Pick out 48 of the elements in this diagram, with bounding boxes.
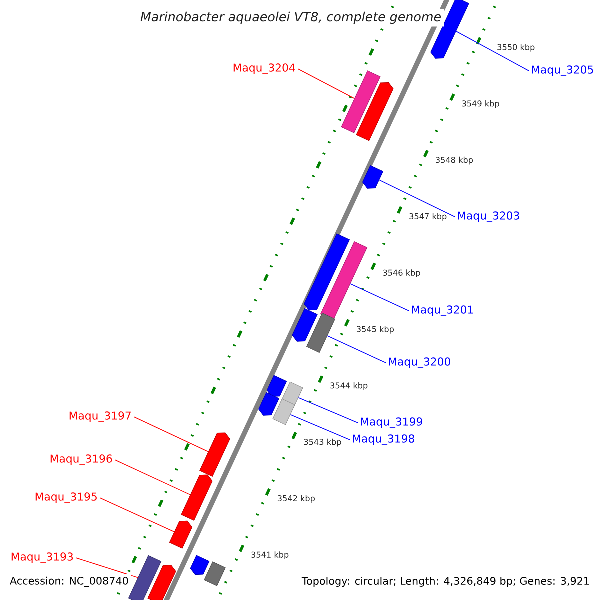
gene-label: Maqu_3193 bbox=[12, 552, 74, 564]
gene-block bbox=[356, 82, 394, 142]
scale-label: 3541 kbp bbox=[252, 552, 289, 560]
gene-block bbox=[190, 555, 210, 576]
scale-label: 3542 kbp bbox=[278, 495, 315, 504]
scale-label: 3550 kbp bbox=[498, 44, 535, 52]
leader-line bbox=[114, 460, 191, 496]
scale-label: 3544 kbp bbox=[330, 382, 368, 390]
scale-label: 3545 kbp bbox=[357, 326, 394, 334]
gene-block bbox=[128, 555, 162, 600]
scale-label: 3546 kbp bbox=[383, 270, 420, 278]
scale-label: 3547 kbp bbox=[410, 213, 447, 222]
gene-block bbox=[204, 562, 226, 586]
leader-line bbox=[456, 31, 530, 72]
gene-label: Maqu_3195 bbox=[36, 492, 97, 504]
leader-line bbox=[290, 414, 350, 440]
gene-block bbox=[292, 308, 318, 342]
gene-label: Maqu_3201 bbox=[412, 306, 474, 316]
gene-label: Maqu_3196 bbox=[50, 454, 112, 466]
leader-line bbox=[298, 397, 358, 424]
leader-line bbox=[327, 336, 386, 364]
gene-block bbox=[304, 234, 350, 311]
gene-label: Maqu_3199 bbox=[361, 418, 422, 428]
gene-block bbox=[272, 398, 296, 426]
gene-block bbox=[148, 564, 176, 600]
title: Marinobacter aquaeolei VT8, complete genome bbox=[138, 9, 444, 27]
gene-block bbox=[169, 520, 193, 549]
gene-block bbox=[341, 70, 381, 134]
gene-label: Maqu_3197 bbox=[70, 412, 131, 422]
leader-line bbox=[134, 416, 209, 452]
gene-block bbox=[181, 474, 213, 521]
accession-text: Accession: NC_008740 bbox=[7, 574, 132, 590]
scale-label: 3543 kbp bbox=[304, 438, 342, 447]
gene-label: Maqu_3204 bbox=[234, 64, 296, 74]
leader-line bbox=[350, 284, 410, 312]
leader-line bbox=[298, 68, 355, 100]
scale-label: 3549 kbp bbox=[462, 100, 500, 108]
gene-block bbox=[200, 432, 230, 478]
leader-line bbox=[100, 498, 175, 532]
gene-label: Maqu_3198 bbox=[353, 434, 414, 446]
leader-line bbox=[76, 558, 138, 578]
gene-label: Maqu_3203 bbox=[458, 212, 520, 222]
leader-line bbox=[379, 180, 456, 218]
gene-label: Maqu_3205 bbox=[532, 66, 594, 76]
genome-summary: Topology: circular; Length: 4,326,849 bp; Genes: 3,921 bbox=[299, 574, 593, 590]
gene-block bbox=[266, 375, 288, 397]
scale-label: 3548 kbp bbox=[436, 156, 474, 165]
gene-label: Maqu_3200 bbox=[389, 358, 450, 368]
